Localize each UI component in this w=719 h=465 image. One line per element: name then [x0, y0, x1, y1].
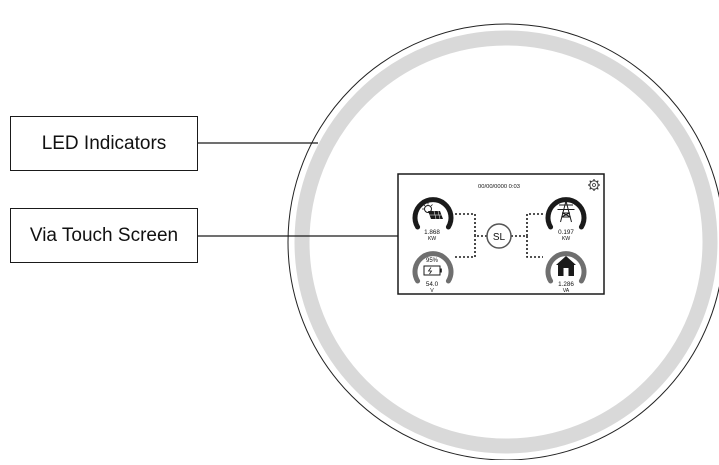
grid-value: 0.197 — [558, 229, 574, 236]
battery-gauge[interactable]: 95% 54.0 V — [412, 251, 454, 294]
power-tower-icon — [557, 200, 575, 223]
solar-value: 1.868 — [424, 229, 440, 236]
led-indicator-ring — [294, 30, 718, 454]
grid-gauge[interactable]: 0.197 KW — [545, 197, 587, 242]
load-value: 1.286 — [558, 281, 574, 288]
battery-icon — [423, 265, 442, 276]
center-node[interactable] — [486, 223, 512, 249]
solar-unit: KW — [428, 236, 436, 242]
center-node-label: SL — [493, 232, 506, 243]
touch-screen-label: Via Touch Screen — [29, 224, 179, 246]
grid-unit: KW — [562, 236, 570, 242]
touch-screen-callout: Via Touch Screen — [10, 208, 198, 263]
touch-screen[interactable]: 00/00/0000 0:03 SL — [397, 173, 605, 295]
battery-value: 54.0 — [426, 281, 439, 288]
flow-lines — [455, 213, 543, 258]
solar-gauge[interactable]: 1.868 KW — [412, 197, 454, 242]
led-indicators-label: LED Indicators — [41, 132, 167, 154]
screen-datetime: 00/00/0000 0:03 — [478, 184, 520, 190]
gear-icon[interactable] — [588, 179, 600, 191]
house-icon — [556, 256, 576, 276]
battery-percent: 95% — [426, 258, 439, 264]
battery-unit: V — [430, 288, 434, 294]
led-indicators-callout: LED Indicators — [10, 116, 198, 171]
solar-panel-icon — [422, 202, 443, 220]
load-unit: VA — [563, 288, 570, 294]
load-gauge[interactable]: 1.286 VA — [545, 251, 587, 294]
